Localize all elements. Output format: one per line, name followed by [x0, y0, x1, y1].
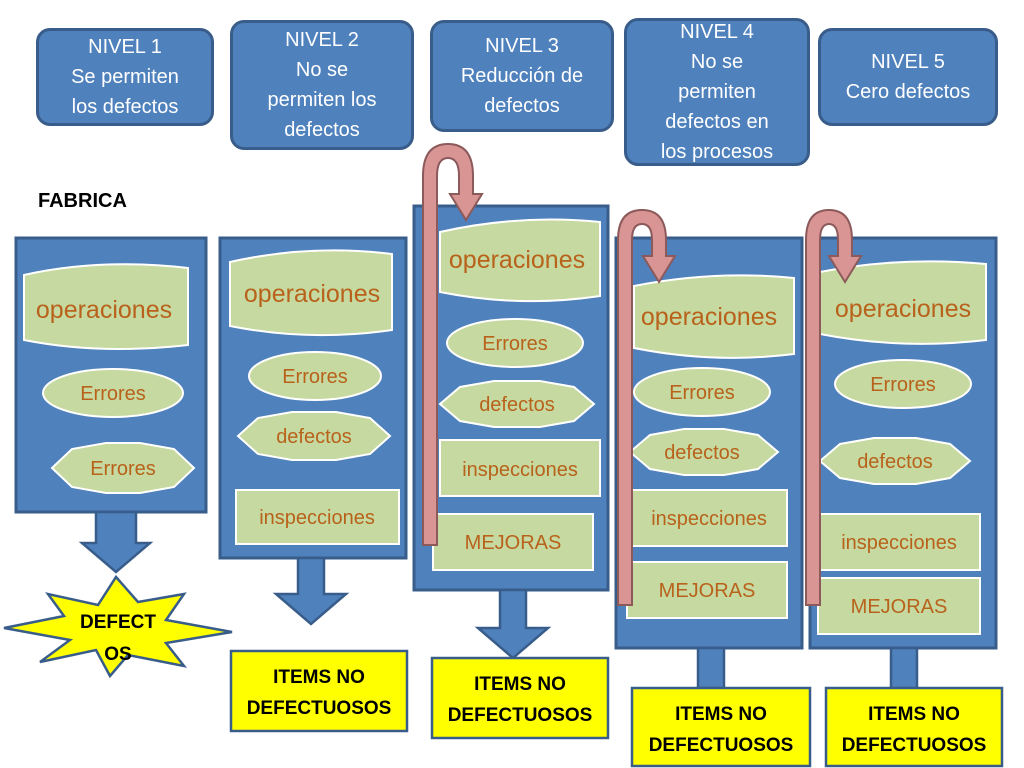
level-2-desc: No se permiten los defectos: [267, 59, 377, 141]
level-5-box: NIVEL 5 Cero defectos: [818, 28, 998, 126]
column-1-errores-ellipse: [42, 368, 184, 418]
column-4-inspecciones-box: [631, 489, 788, 547]
column-2-defectos-text: defectos: [276, 426, 352, 448]
defects-line-1: DEFECT: [80, 612, 156, 633]
column-level-5: operaciones Errores defectos inspeccione…: [805, 208, 1004, 768]
column-level-1: operaciones Errores Errores DEFECT OS: [3, 236, 233, 679]
level-5-desc: Cero defectos: [845, 81, 971, 103]
level-2-box: NIVEL 2 No se permiten los defectos: [230, 20, 414, 150]
column-4-connector: [696, 646, 726, 690]
column-5-defectos-shape: [818, 437, 972, 485]
column-level-4: operaciones Errores defectos inspeccione…: [614, 208, 812, 768]
column-1-second-errores-shape: [50, 442, 196, 494]
column-3-inspecciones-box: [439, 439, 601, 497]
column-4-defectos-shape: [628, 428, 780, 476]
level-1-box: NIVEL 1 Se permiten los defectos: [36, 28, 214, 126]
column-4-output-box: [630, 686, 812, 768]
column-4-operaciones-text: operaciones: [641, 303, 777, 331]
column-3-mejoras-box: [432, 513, 594, 571]
column-3-inspecciones-text: inspecciones: [462, 459, 578, 481]
column-4-errores-text: Errores: [669, 382, 735, 404]
column-5-inspecciones-box: [817, 513, 981, 571]
fabrica-label: FABRICA: [38, 190, 127, 212]
column-5-operaciones-text: operaciones: [835, 295, 971, 323]
column-1-errores-text: Errores: [80, 383, 146, 405]
column-4-mejoras-text: MEJORAS: [659, 580, 756, 602]
level-3-desc: Reducción de defectos: [460, 65, 584, 117]
column-4-feedback-arrow: [617, 208, 677, 606]
level-4-box: NIVEL 4 No se permiten defectos en los pr…: [624, 18, 810, 166]
level-5-title: NIVEL 5: [871, 51, 945, 73]
column-4-inspecciones-text: inspecciones: [651, 508, 767, 530]
column-2-inspecciones-text: inspecciones: [259, 507, 375, 529]
level-4-title: NIVEL 4: [680, 21, 754, 43]
column-1-down-arrow: [78, 510, 154, 574]
column-4-operaciones-shape: [633, 274, 795, 359]
column-2-output-line-2: DEFECTUOSOS: [247, 698, 392, 719]
column-3-down-arrow: [474, 588, 552, 660]
level-1-title: NIVEL 1: [88, 36, 162, 58]
column-3-errores-ellipse: [446, 318, 584, 368]
column-2-operaciones-shape: [229, 249, 393, 337]
column-3-output-box: [430, 656, 610, 740]
column-3-errores-text: Errores: [482, 333, 548, 355]
column-5-defectos-text: defectos: [857, 451, 933, 473]
level-1-desc: Se permiten los defectos: [71, 66, 179, 118]
column-level-3: operaciones Errores defectos inspeccione…: [412, 142, 610, 740]
column-3-output-line-1: ITEMS NO: [474, 674, 566, 695]
column-2-inspecciones-box: [235, 489, 400, 545]
defects-starburst: [3, 574, 233, 679]
column-3-feedback-arrow: [422, 142, 484, 546]
column-2-output-line-1: ITEMS NO: [273, 667, 365, 688]
column-5-connector: [889, 646, 919, 690]
column-2-down-arrow: [272, 556, 350, 626]
column-2-defectos-shape: [236, 411, 392, 461]
column-3-defectos-shape: [438, 380, 596, 428]
column-1-operaciones-text: operaciones: [36, 296, 172, 324]
column-5-errores-text: Errores: [870, 374, 936, 396]
column-2-errores-ellipse: [248, 351, 382, 401]
column-4-output-line-1: ITEMS NO: [675, 704, 767, 725]
column-5-mejoras-box: [817, 577, 981, 635]
level-3-title: NIVEL 3: [485, 35, 559, 57]
column-5-operaciones-shape: [819, 260, 987, 345]
column-4-output-line-2: DEFECTUOSOS: [649, 735, 794, 756]
defects-line-2: OS: [104, 644, 131, 665]
column-5-mejoras-text: MEJORAS: [851, 596, 948, 618]
column-4-defectos-text: defectos: [664, 442, 740, 464]
column-5-output-box: [824, 686, 1004, 768]
column-1-second-errores-text: Errores: [90, 458, 156, 480]
column-2-output-box: [229, 649, 409, 733]
column-5-output-line-2: DEFECTUOSOS: [842, 735, 987, 756]
column-5-errores-ellipse: [834, 359, 972, 409]
column-level-2: operaciones Errores defectos inspeccione…: [218, 236, 409, 733]
column-5-output-line-1: ITEMS NO: [868, 704, 960, 725]
level-3-box: NIVEL 3 Reducción de defectos: [430, 20, 614, 132]
column-3-defectos-text: defectos: [479, 394, 555, 416]
level-2-title: NIVEL 2: [285, 29, 359, 51]
column-3-operaciones-shape: [439, 218, 601, 303]
column-5-feedback-arrow: [805, 208, 863, 606]
column-1-operaciones-shape: [23, 263, 189, 350]
column-4-errores-ellipse: [633, 367, 771, 417]
column-3-mejoras-text: MEJORAS: [465, 532, 562, 554]
column-3-operaciones-text: operaciones: [449, 246, 585, 274]
level-4-desc: No se permiten defectos en los procesos: [660, 51, 774, 163]
column-2-errores-text: Errores: [282, 366, 348, 388]
column-5-inspecciones-text: inspecciones: [841, 532, 957, 554]
column-3-output-line-2: DEFECTUOSOS: [448, 705, 593, 726]
column-2-operaciones-text: operaciones: [244, 280, 380, 308]
